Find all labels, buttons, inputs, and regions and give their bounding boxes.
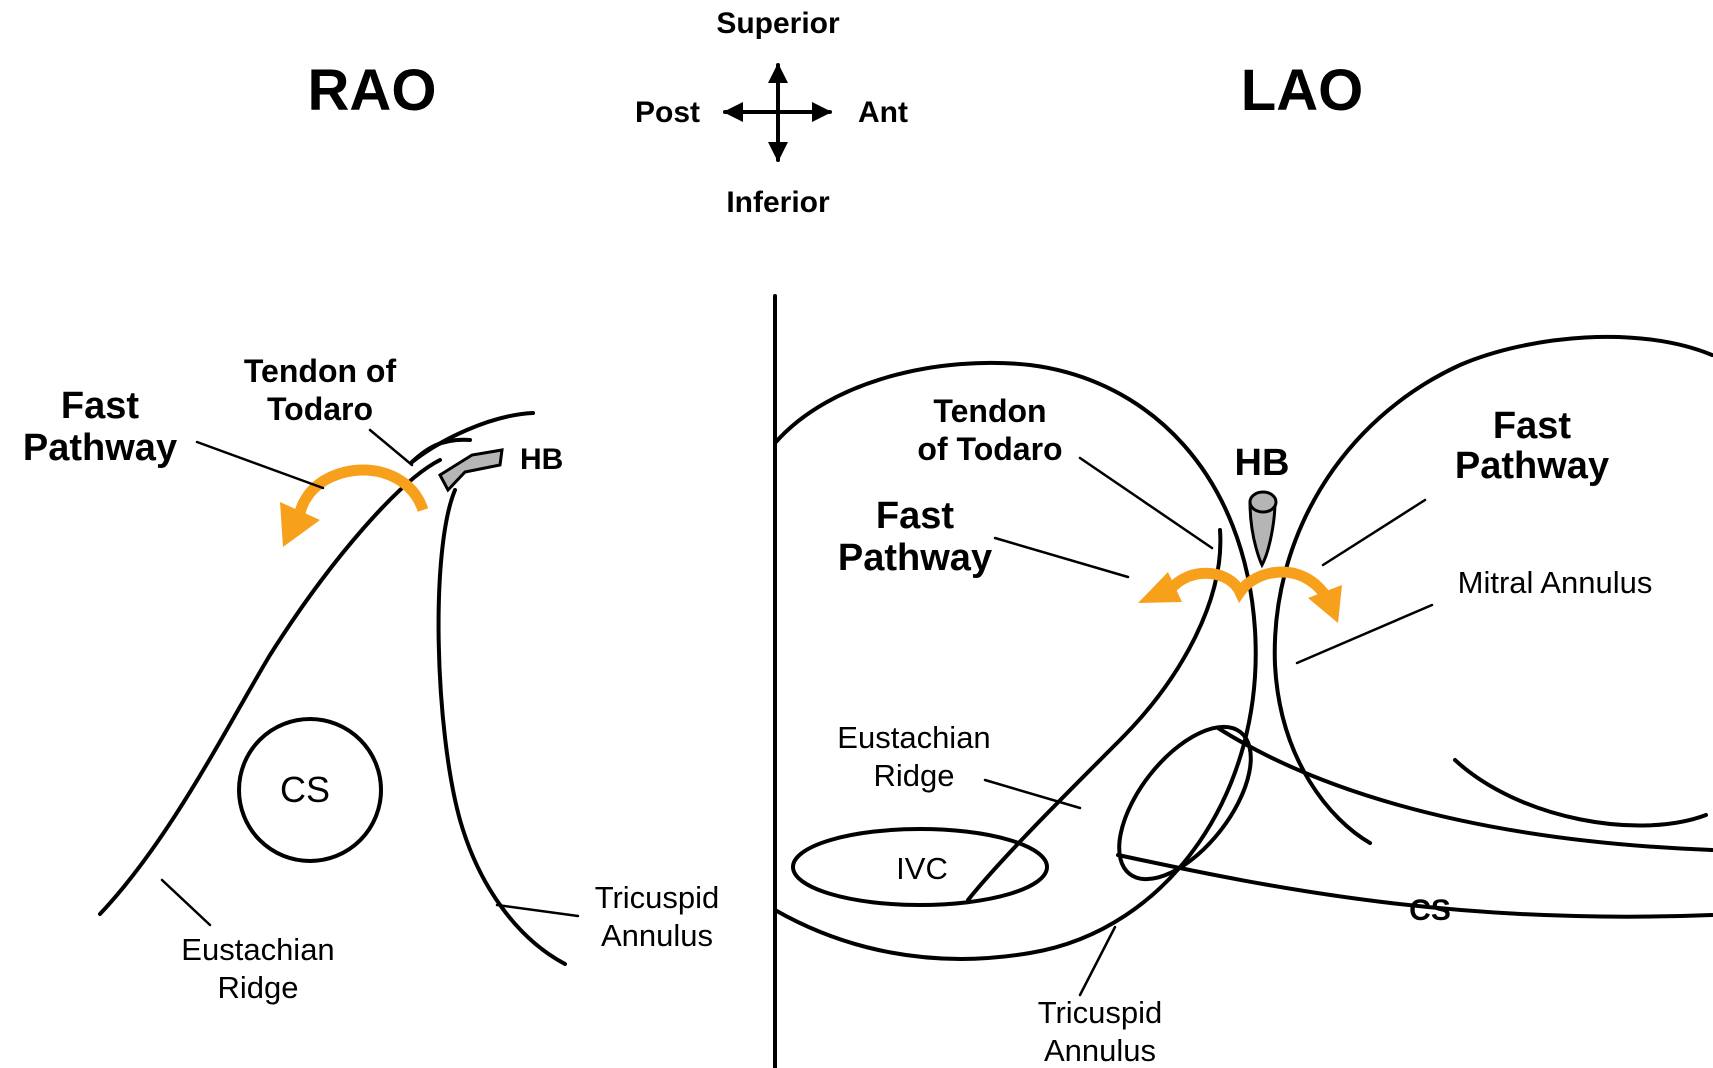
lao-title: LAO <box>1241 58 1363 123</box>
label-anterior: Ant <box>858 96 908 129</box>
lao-ivc-ellipse <box>791 827 1049 907</box>
rao-fast-pathway-label-1: Fast <box>61 385 139 427</box>
rao-tendon-inner-line <box>410 437 472 464</box>
lao-fast-pathway-right-leader <box>1321 498 1427 567</box>
lao-cs-ostium-ellipse <box>1117 724 1253 882</box>
lao-ivc-label: IVC <box>896 851 948 886</box>
label-superior: Superior <box>716 7 840 40</box>
lao-tricuspid-label-2: Annulus <box>1044 1033 1156 1068</box>
rao-fast-pathway-arrowhead <box>280 502 320 547</box>
lao-fast-pathway-right-label-2: Pathway <box>1455 445 1609 487</box>
lao-mitral-annulus-lower <box>1453 758 1708 828</box>
lao-eustachian-leader <box>983 778 1082 810</box>
lao-his-bundle-label: HB <box>1235 442 1290 484</box>
lao-tricuspid-label-1: Tricuspid <box>1038 995 1163 1030</box>
lao-mitral-label: Mitral Annulus <box>1458 565 1653 600</box>
lao-cs-lower-line <box>1116 853 1713 919</box>
orientation-compass: Superior Inferior Post Ant <box>635 7 908 219</box>
lao-eustachian-label-1: Eustachian <box>837 720 990 755</box>
lao-eustachian-ridge-line <box>966 528 1223 902</box>
rao-eustachian-label-1: Eustachian <box>181 932 334 967</box>
lao-fast-pathway-arrowhead-right <box>1308 585 1342 623</box>
rao-tricuspid-annulus-line <box>436 488 567 966</box>
lao-tricuspid-annulus-circle <box>773 360 1258 961</box>
lao-eustachian-label-2: Ridge <box>874 758 955 793</box>
lao-his-bundle-top <box>1248 490 1278 514</box>
lao-mitral-annulus-circle <box>1272 334 1713 845</box>
rao-his-bundle-shape <box>438 448 504 493</box>
lao-coronary-sinus-label: CS <box>1409 894 1451 927</box>
rao-tendon-label-2: Todaro <box>267 391 373 427</box>
rao-fast-pathway-leader <box>195 440 325 490</box>
rao-eustachian-leader <box>160 878 212 927</box>
rao-eustachian-label-2: Ridge <box>218 970 299 1005</box>
lao-tendon-leader <box>1078 456 1214 550</box>
lao-tendon-label-2: of Todaro <box>917 431 1062 467</box>
rao-tricuspid-label-1: Tricuspid <box>595 880 720 915</box>
lao-tendon-label-1: Tendon <box>933 393 1046 429</box>
rao-tendon-label-1: Tendon of <box>244 353 397 389</box>
rao-tendon-leader <box>368 428 414 467</box>
lao-fast-pathway-left-label-2: Pathway <box>838 537 992 579</box>
rao-fast-pathway-label-2: Pathway <box>23 427 177 469</box>
lao-fast-pathway-right-label-1: Fast <box>1493 405 1571 447</box>
lao-cs-upper-line <box>1216 726 1713 852</box>
rao-panel: RAO CS Fast Pathway Tendon of Todaro HB … <box>23 58 719 1005</box>
lao-fast-pathway-arrow <box>1165 566 1330 604</box>
rao-coronary-sinus-label: CS <box>280 769 330 810</box>
lao-fast-pathway-left-leader <box>993 536 1130 579</box>
rao-tricuspid-leader <box>495 903 580 918</box>
rao-coronary-sinus-circle <box>237 717 383 863</box>
rao-title: RAO <box>308 58 437 123</box>
rao-fast-pathway-arrow <box>294 464 429 516</box>
lao-fast-pathway-arrowhead-left <box>1138 572 1182 603</box>
lao-his-bundle-shape <box>1248 500 1277 569</box>
lao-mitral-leader <box>1295 603 1434 665</box>
lao-panel: LAO CS IVC HB Tendon of Todaro Fast Path… <box>773 58 1713 1068</box>
lao-fast-pathway-left-label-1: Fast <box>876 495 954 537</box>
rao-his-bundle-label: HB <box>520 443 563 476</box>
rao-eustachian-ridge-line <box>98 458 442 916</box>
rao-tricuspid-label-2: Annulus <box>601 918 713 953</box>
label-posterior: Post <box>635 96 700 129</box>
lao-tricuspid-leader <box>1078 925 1117 997</box>
label-inferior: Inferior <box>726 186 830 219</box>
